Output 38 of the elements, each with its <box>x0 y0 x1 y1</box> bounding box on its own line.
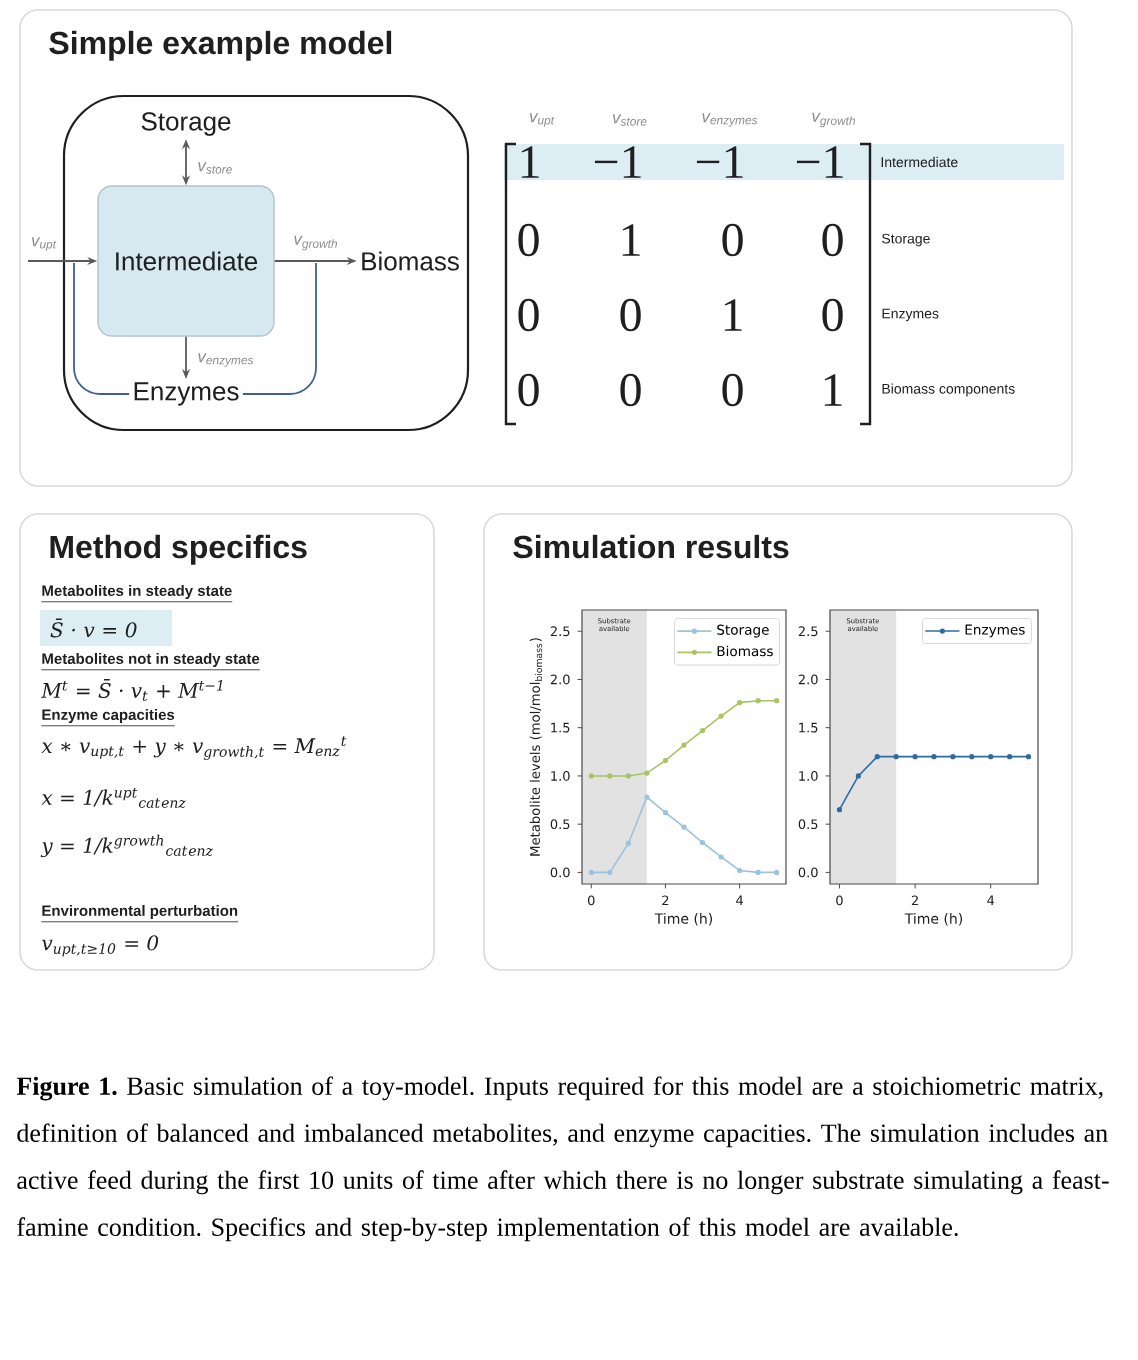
panel-card <box>19 513 435 971</box>
column-header: v$_{store}$ <box>612 114 647 126</box>
flux-label: v$_{store}$ <box>198 162 232 174</box>
matrix-entry: −1 <box>594 146 641 178</box>
panel-card <box>19 9 1073 487</box>
catalysis-line <box>73 262 131 395</box>
metabolite-label: Storage <box>141 112 231 136</box>
equation: v$_{upt,t≥10}$ = 0 <box>42 935 159 957</box>
matrix-entry: 1 <box>724 299 742 331</box>
metabolite-label: Biomass <box>362 251 459 271</box>
matrix-entry: 0 <box>518 298 539 332</box>
metabolite-box: Intermediate <box>97 185 275 337</box>
panel-title: Method specifics <box>50 534 307 565</box>
matrix-entry: 0 <box>822 298 843 332</box>
flux-label: v$_{upt}$ <box>31 237 57 251</box>
flux-label: v$_{enzymes}$ <box>198 353 254 367</box>
panel-title: Simple example model <box>49 30 392 61</box>
matrix-entry: 1 <box>521 146 539 178</box>
matrix-entry: 0 <box>722 373 743 407</box>
matrix-entry: 1 <box>622 224 640 256</box>
highlighted-equation: S̄ · v = 0 <box>40 610 172 646</box>
highlight-band <box>504 144 1064 180</box>
matrix-entry: −1 <box>696 146 743 178</box>
matrix-entry: −1 <box>796 146 843 178</box>
metabolite-label: Enzymes <box>134 382 239 406</box>
equation: M$^{t}$ = S̄ · v$_{t}$ + M$^{t−1}$ <box>41 679 223 701</box>
catalysis-line <box>241 262 317 395</box>
figure-caption: Figure 1. Basic simulation of a toy-model. Inputs required for this model are a stoichiometric matrix, definition of balanced and imbalanced metabolites, and enzyme capacities. The simulation includes an active feed during the first 10 units of time after which there is no longer substrate simulating a feast-famine condition. Specifics and step-by-step implementation of this model are available. <box>16 1076 1109 1242</box>
cell-outline <box>62 94 470 432</box>
column-header: v$_{upt}$ <box>529 113 555 127</box>
matrix-entry: 0 <box>518 373 539 407</box>
matrix-entry: 0 <box>620 298 641 332</box>
column-header: v$_{growth}$ <box>812 112 856 128</box>
column-header: v$_{enzymes}$ <box>702 113 758 127</box>
flux-label: v$_{growth}$ <box>294 235 338 251</box>
panel-title: Simulation results <box>513 534 789 559</box>
matrix-entry: 1 <box>824 374 842 406</box>
matrix-entry: 0 <box>620 373 641 407</box>
